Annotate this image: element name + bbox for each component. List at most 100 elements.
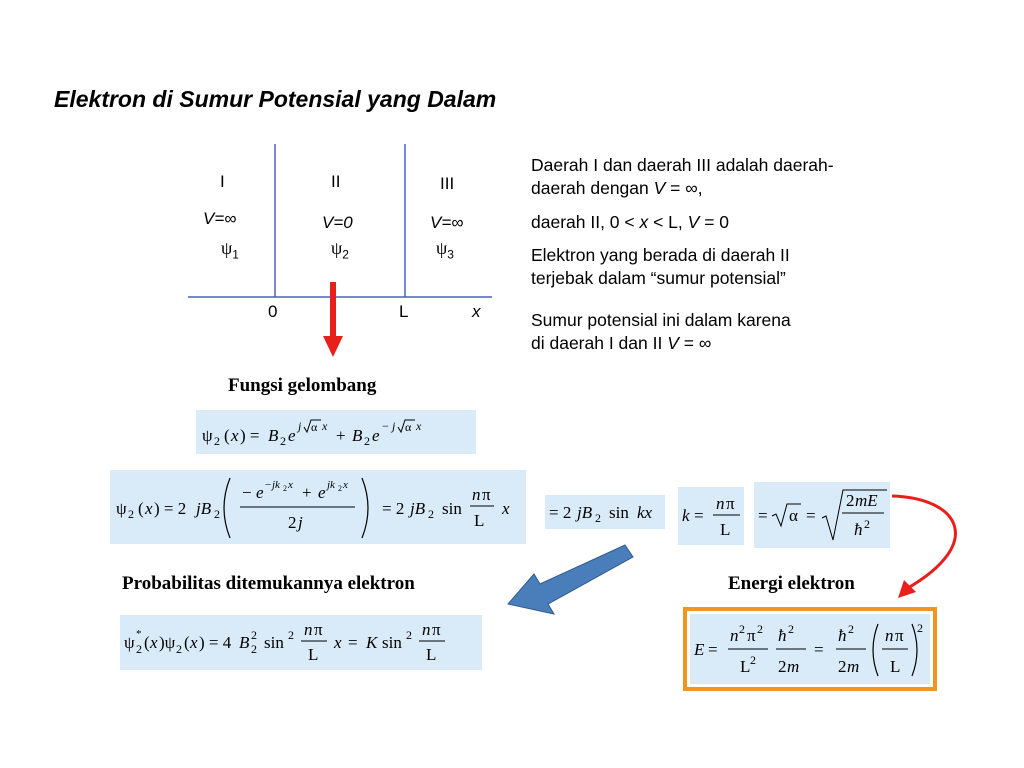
svg-text:2: 2 (128, 507, 134, 521)
region-II-psi: ψ2 (331, 238, 349, 262)
svg-text:jB: jB (575, 503, 593, 522)
svg-text:B: B (239, 633, 250, 652)
svg-text:=: = (806, 506, 816, 525)
curved-arrow-icon (891, 494, 957, 598)
desc-line-1: Daerah I dan daerah III adalah daerah- (531, 155, 834, 175)
svg-text:x: x (342, 479, 348, 491)
svg-text:2: 2 (214, 507, 220, 521)
svg-text:2: 2 (917, 621, 923, 635)
desc-line-3: daerah II, 0 < x < L, V = 0 (531, 211, 834, 234)
svg-text:=: = (814, 640, 824, 659)
svg-text:e: e (256, 483, 264, 502)
heading-energy: Energi elektron (728, 573, 855, 594)
svg-text:α: α (789, 506, 798, 525)
svg-text:)ψ: )ψ (159, 633, 176, 652)
svg-text:π: π (432, 620, 441, 639)
region-I-potential-text: V=∞ (203, 209, 237, 228)
desc-line-3-v: V (687, 212, 700, 232)
down-arrow-icon (323, 282, 343, 357)
svg-text:ψ: ψ (116, 499, 127, 518)
psi-symbol: ψ (436, 238, 448, 258)
svg-text:2: 2 (739, 622, 745, 636)
desc-line-3-x: x (639, 212, 649, 232)
svg-text:x: x (501, 499, 510, 518)
psi-subscript: 2 (342, 247, 349, 262)
svg-text:2: 2 (595, 511, 601, 525)
svg-text:sin: sin (609, 503, 629, 522)
svg-text:sin: sin (264, 633, 284, 652)
svg-text:n: n (304, 620, 313, 639)
svg-text:ħ: ħ (854, 520, 863, 539)
svg-text:2: 2 (778, 657, 787, 676)
desc-line-7-suffix: = ∞ (678, 333, 712, 353)
region-III-potential-text: V=∞ (430, 213, 464, 232)
region-III-potential: V=∞ (430, 213, 463, 233)
region-III-psi: ψ3 (436, 238, 454, 262)
diagonal-arrow-icon (507, 544, 634, 615)
desc-line-6: Sumur potensial ini dalam karena (531, 310, 791, 330)
well-lines (188, 144, 492, 298)
svg-text:kx: kx (637, 503, 653, 522)
region-I-psi: ψ1 (221, 238, 239, 262)
psi-symbol: ψ (221, 238, 233, 258)
svg-text:j: j (296, 419, 302, 433)
region-II-potential-text: V=0 (322, 213, 353, 232)
svg-text:jB: jB (194, 499, 212, 518)
desc-line-2-var: V (653, 178, 666, 198)
svg-text:x: x (149, 633, 158, 652)
svg-text:α: α (311, 420, 318, 434)
svg-text:x: x (333, 633, 342, 652)
desc-line-7-prefix: di daerah I dan II (531, 333, 668, 353)
svg-text:x: x (144, 499, 153, 518)
psi-subscript: 1 (232, 247, 239, 262)
svg-text:e: e (318, 483, 326, 502)
desc-line-5: terjebak dalam “sumur potensial” (531, 268, 786, 288)
svg-text:−: − (242, 483, 252, 502)
desc-line-2-suffix: = ∞, (665, 178, 703, 198)
desc-line-3-prefix: daerah II, 0 < (531, 212, 640, 232)
svg-text:n: n (885, 626, 894, 645)
svg-text:sin: sin (382, 633, 402, 652)
svg-text:e: e (372, 426, 380, 445)
desc-line-7-var: V (667, 333, 679, 353)
svg-text:=: = (758, 506, 768, 525)
svg-text:x: x (189, 633, 198, 652)
svg-text:n: n (422, 620, 431, 639)
svg-text:2: 2 (846, 491, 855, 510)
svg-text:= 2: = 2 (382, 499, 404, 518)
svg-text:=: = (708, 640, 718, 659)
svg-text:2: 2 (288, 628, 294, 642)
svg-text:B: B (352, 426, 363, 445)
svg-text:(: ( (144, 633, 150, 652)
svg-text:*: * (136, 628, 142, 640)
svg-text:2: 2 (338, 484, 342, 493)
svg-text:=: = (348, 633, 358, 652)
desc-line-7: di daerah I dan II V = ∞ (531, 332, 834, 355)
svg-text:K: K (365, 633, 379, 652)
svg-text:x: x (287, 479, 293, 491)
svg-text:ψ: ψ (202, 426, 213, 445)
desc-line-3-mid: < L, (648, 212, 688, 232)
svg-text:−: − (265, 479, 271, 491)
svg-text:α: α (405, 420, 412, 434)
desc-line-4: Elektron yang berada di daerah II (531, 245, 790, 265)
svg-text:+: + (302, 483, 312, 502)
region-III-label: III (440, 174, 455, 193)
svg-text:L: L (474, 511, 484, 530)
svg-text:n: n (472, 485, 481, 504)
svg-text:k: k (682, 506, 690, 525)
svg-text:n: n (716, 494, 725, 513)
svg-text:π: π (482, 485, 491, 504)
region-II-label: II (331, 172, 341, 191)
svg-text:jk: jk (325, 479, 336, 491)
svg-text:x: x (415, 419, 422, 433)
svg-text:=: = (694, 506, 704, 525)
svg-text:e: e (288, 426, 296, 445)
